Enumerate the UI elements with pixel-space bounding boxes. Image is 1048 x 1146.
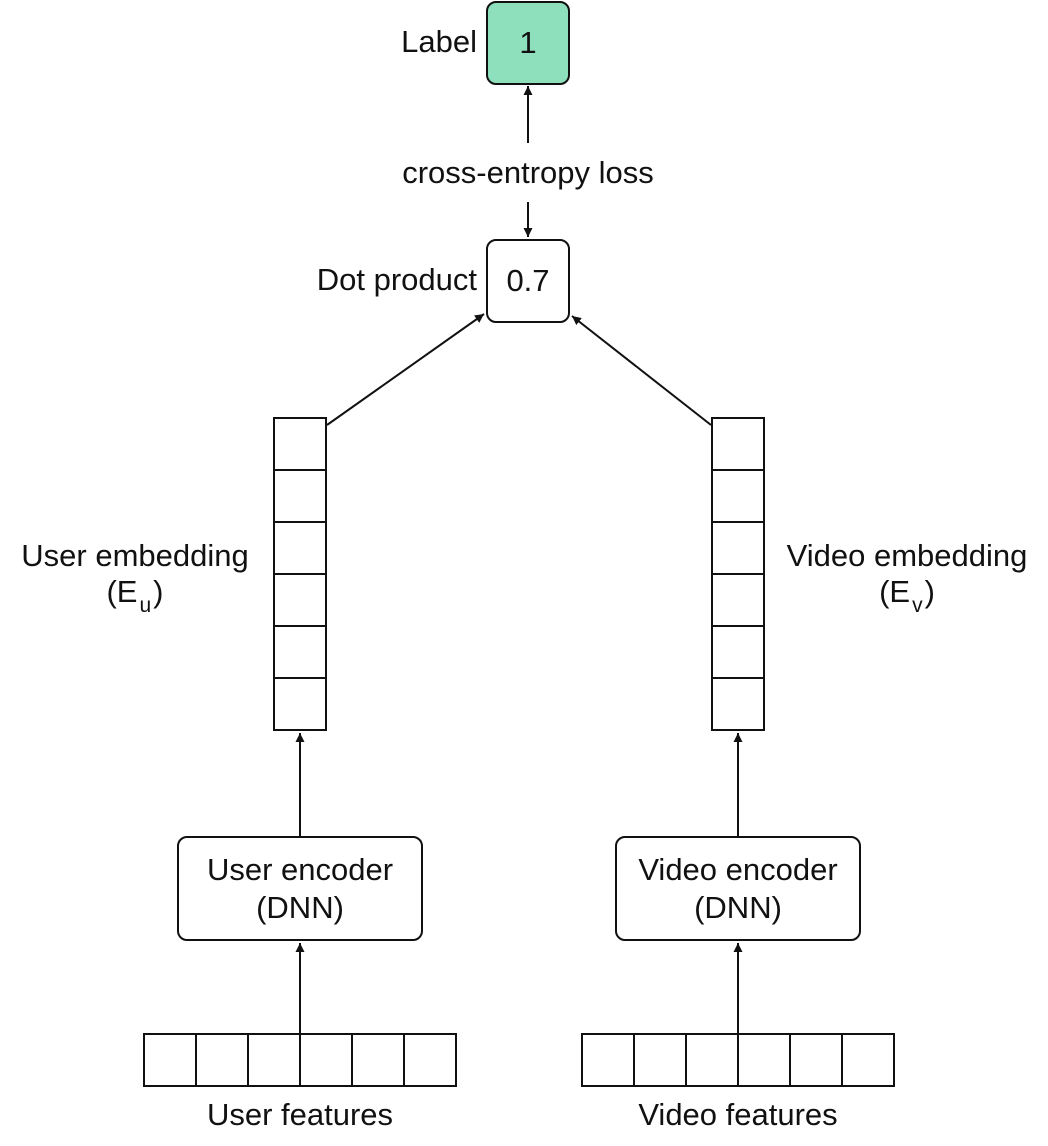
video-embedding-subscript: v	[912, 593, 923, 617]
video-feature-cell	[685, 1033, 739, 1087]
loss-label: cross-entropy loss	[402, 155, 654, 190]
label-value: 1	[519, 25, 537, 61]
label-name: Label	[401, 24, 477, 59]
user-feature-cell	[195, 1033, 249, 1087]
video-feature-cell	[633, 1033, 687, 1087]
video-embedding-symbol: (Ev)	[879, 573, 935, 617]
video-encoder-box: Video encoder (DNN)	[615, 836, 861, 941]
user-feature-cell	[299, 1033, 353, 1087]
user-embedding-vector	[273, 417, 327, 731]
video-features-label: Video features	[638, 1097, 838, 1132]
user-features-vector	[143, 1033, 457, 1087]
dot-product-value: 0.7	[506, 263, 550, 299]
user-embedding-title: User embedding	[21, 538, 249, 573]
video-features-vector	[581, 1033, 895, 1087]
user-embedding-cell	[273, 573, 327, 627]
user-embedding-cell	[273, 625, 327, 679]
user-embedding-cell	[273, 521, 327, 575]
user-embedding-subscript: u	[139, 593, 152, 617]
label-box: 1	[486, 1, 570, 85]
arrow-video-embedding-to-dot-product	[571, 315, 712, 426]
arrow-user-embedding-to-dot-product	[326, 313, 485, 426]
user-feature-cell	[403, 1033, 457, 1087]
user-encoder-title: User encoder	[206, 852, 394, 888]
video-embedding-label: Video embedding (Ev)	[772, 538, 1042, 617]
user-embedding-label: User embedding (Eu)	[6, 538, 264, 617]
video-embedding-cell	[711, 417, 765, 471]
video-embedding-title: Video embedding	[786, 538, 1028, 573]
user-embedding-cell	[273, 417, 327, 471]
user-feature-cell	[247, 1033, 301, 1087]
user-features-label: User features	[206, 1097, 394, 1132]
user-encoder-box: User encoder (DNN)	[177, 836, 423, 941]
dot-product-name: Dot product	[316, 262, 477, 297]
video-embedding-cell	[711, 521, 765, 575]
video-embedding-cell	[711, 469, 765, 523]
video-feature-cell	[841, 1033, 895, 1087]
video-feature-cell	[737, 1033, 791, 1087]
video-embedding-cell	[711, 625, 765, 679]
video-embedding-vector	[711, 417, 765, 731]
video-feature-cell	[789, 1033, 843, 1087]
user-embedding-cell	[273, 677, 327, 731]
user-embedding-cell	[273, 469, 327, 523]
user-feature-cell	[351, 1033, 405, 1087]
video-encoder-type: (DNN)	[694, 889, 782, 925]
video-encoder-title: Video encoder	[638, 852, 838, 888]
dot-product-box: 0.7	[486, 239, 570, 323]
user-embedding-symbol: (Eu)	[106, 573, 164, 617]
video-feature-cell	[581, 1033, 635, 1087]
video-embedding-cell	[711, 573, 765, 627]
video-embedding-cell	[711, 677, 765, 731]
user-encoder-type: (DNN)	[256, 889, 344, 925]
user-feature-cell	[143, 1033, 197, 1087]
